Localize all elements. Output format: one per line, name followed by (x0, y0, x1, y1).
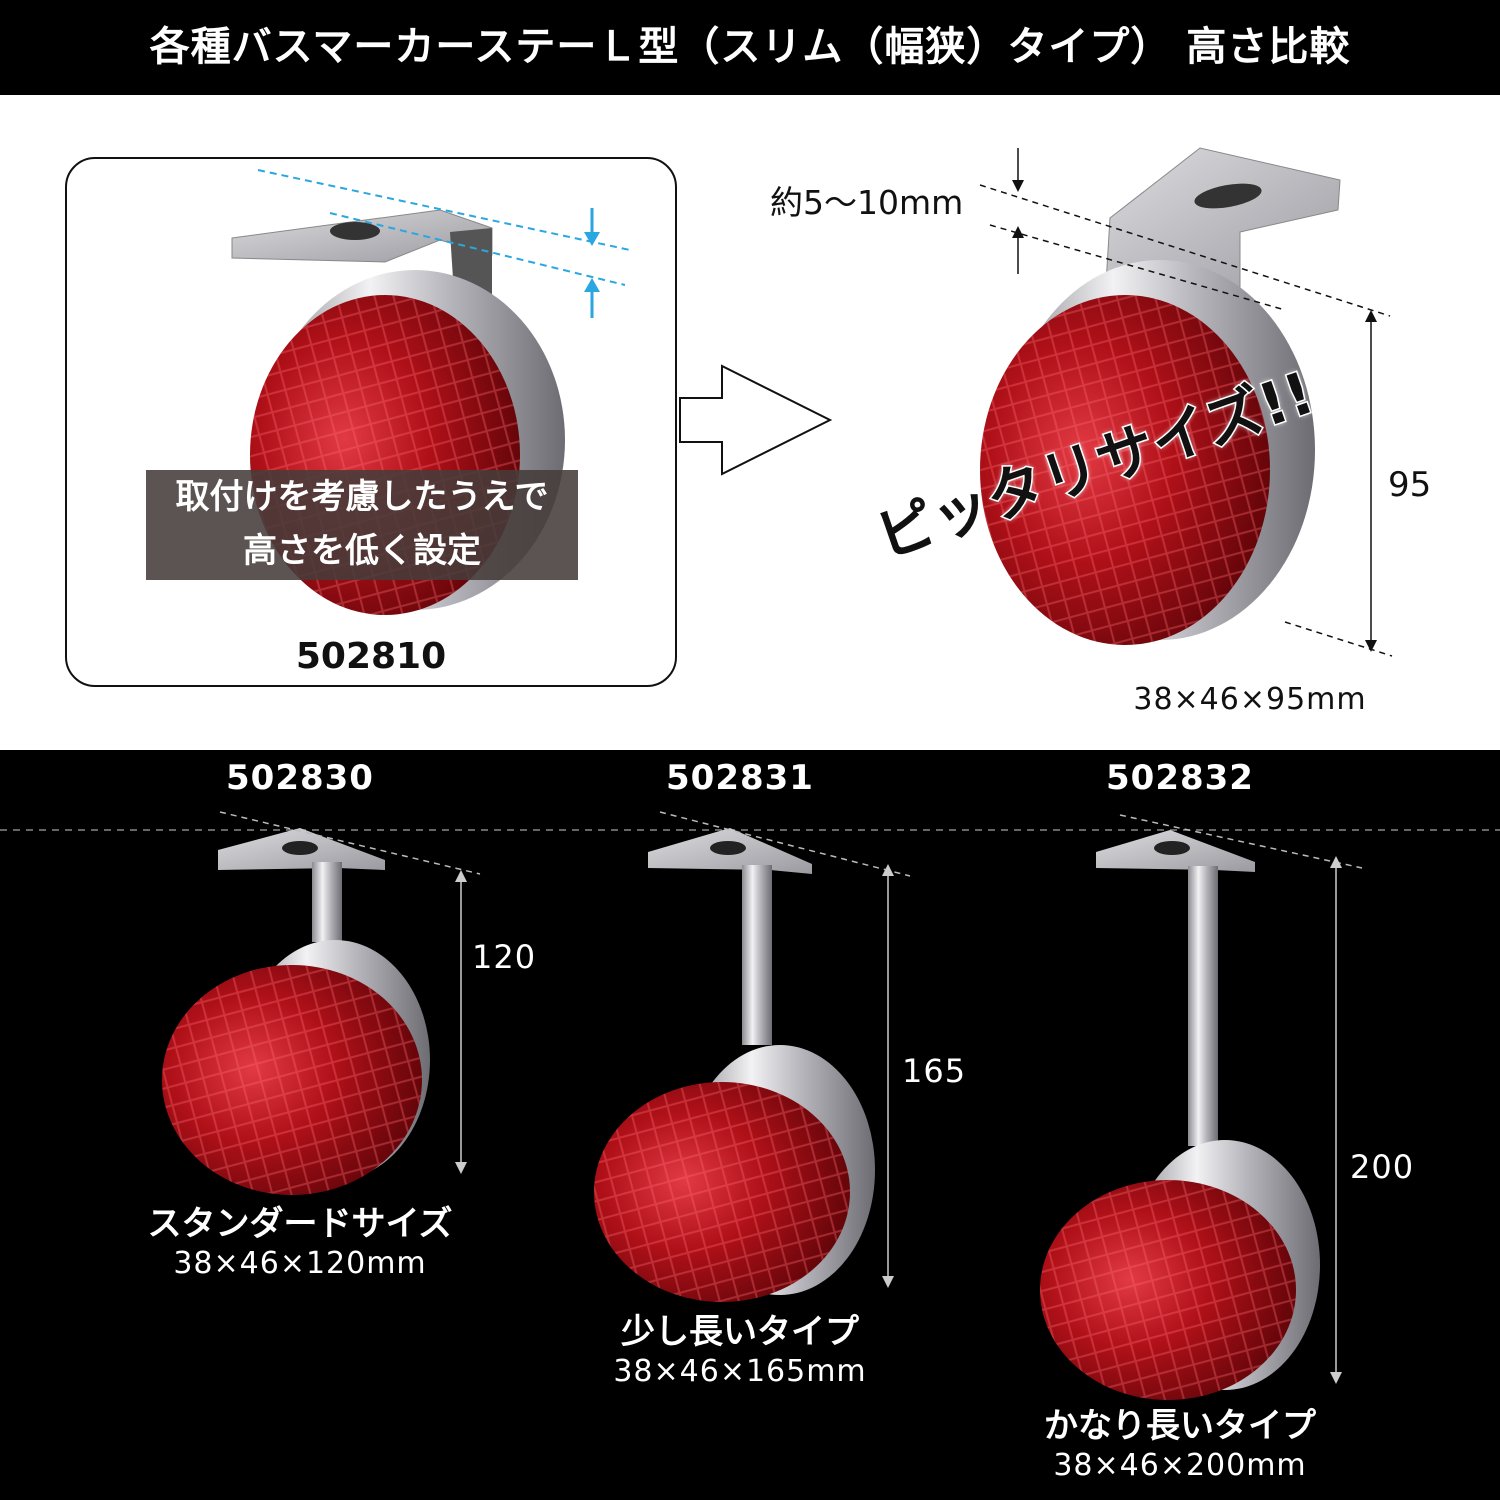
height-label-165: 165 (902, 1052, 967, 1090)
product-code-502831: 502831 (666, 758, 814, 798)
mount-slot-icon (1194, 183, 1262, 209)
product-name-502831: 少し長いタイプ (621, 1312, 859, 1352)
note-box (146, 470, 578, 580)
height-gap-indicator (257, 169, 631, 318)
mount-slot-icon (330, 222, 380, 240)
product-name-502832: かなり長いタイプ (1044, 1406, 1316, 1446)
marker-lamp-slim (980, 147, 1341, 645)
product-code-502832: 502832 (1106, 758, 1254, 798)
product-size-502830: 38×46×120mm (173, 1246, 427, 1281)
note-line-2: 高さを低く設定 (243, 531, 481, 571)
page-title: 各種バスマーカーステーＬ型（スリム（幅狭）タイプ） 高さ比較 (149, 24, 1351, 70)
product-code-502830: 502830 (226, 758, 374, 798)
height-dimension-165 (882, 864, 894, 1288)
height-label-95: 95 (1388, 465, 1432, 505)
arrow-right-icon (679, 364, 833, 476)
marker-lamp-502832 (1040, 830, 1320, 1400)
height-label-200: 200 (1350, 1148, 1415, 1186)
gap-dimension (979, 148, 1391, 317)
product-size-502831: 38×46×165mm (613, 1354, 867, 1389)
height-dimension-95 (1284, 310, 1393, 657)
marker-lamp-502831 (594, 828, 875, 1302)
product-name-502830: スタンダードサイズ (147, 1204, 453, 1244)
product-size-502832: 38×46×200mm (1053, 1448, 1307, 1483)
size-label-95: 38×46×95mm (1133, 682, 1367, 717)
title-bar (0, 0, 1500, 95)
note-line-1: 取付けを考慮したうえで (175, 477, 549, 517)
gap-label: 約5〜10mm (770, 183, 964, 222)
marker-lamp-502830 (162, 828, 430, 1195)
height-dimension-200 (1330, 856, 1342, 1384)
arrow-down-icon (584, 232, 600, 246)
arrow-up-icon (584, 278, 600, 292)
height-dimension-120 (455, 870, 467, 1174)
product-code-502810: 502810 (295, 636, 447, 677)
note-text: 取付けを考慮したうえで 高さを低く設定 (146, 470, 578, 580)
height-label-120: 120 (472, 938, 537, 976)
